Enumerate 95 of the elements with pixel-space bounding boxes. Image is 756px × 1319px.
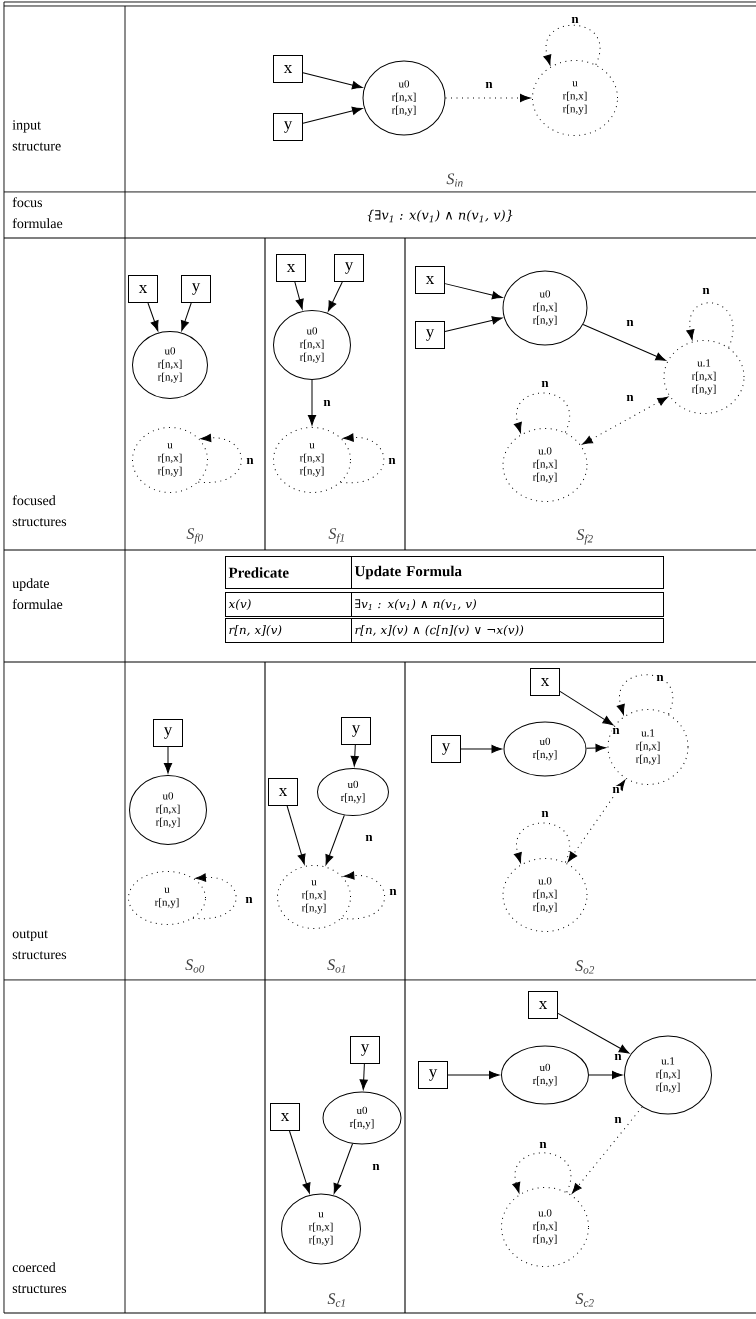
arrow	[586, 743, 606, 753]
arrow	[327, 281, 343, 312]
edge-label: n	[388, 887, 398, 897]
row-label: input structure	[12, 120, 61, 151]
variable-box: x	[528, 991, 558, 1019]
structure-name: S$_{f0}$	[186, 528, 203, 544]
variable-box: x	[276, 254, 306, 282]
structure-name: S$_{c2}$	[575, 1293, 594, 1307]
loop-arrow	[192, 873, 237, 920]
edge-label: n	[322, 398, 332, 408]
edge-label: n	[625, 318, 635, 328]
variable-box: x	[530, 668, 560, 696]
edge-label: n	[611, 785, 621, 795]
structure-name: S$_{o0}$	[185, 959, 205, 973]
arrow	[350, 744, 359, 767]
loop-arrow	[513, 392, 570, 433]
table-header-cell: Update Formula	[351, 556, 664, 589]
row-label: focused structures	[12, 495, 67, 527]
variable-box: y	[334, 254, 364, 282]
loop-arrow	[616, 674, 673, 715]
variable-box: x	[270, 1103, 300, 1131]
table-header-cell: Predicate	[225, 556, 352, 589]
variable-box: y	[418, 1061, 448, 1089]
arrow	[286, 805, 306, 865]
formula-text: {∃v$_{1}$ : x(v$_{1}$) ∧ n(v$_{1}$, v)}	[367, 209, 513, 223]
loop-arrow	[686, 302, 734, 349]
row-label: update formulae	[12, 578, 63, 610]
structure-name: S$_{in}$	[446, 173, 463, 187]
variable-box: x	[273, 55, 303, 83]
loop-arrow	[340, 433, 385, 484]
edge-label: n	[244, 895, 254, 905]
loop-arrow	[340, 871, 386, 920]
variable-box: y	[153, 719, 183, 747]
arrow	[582, 324, 667, 361]
arrow	[444, 283, 503, 300]
variable-box: y	[415, 321, 445, 349]
arrow	[588, 1070, 623, 1080]
loop-arrow	[512, 1152, 572, 1193]
structure-name: S$_{f1}$	[328, 528, 344, 544]
row-label: coerced structures	[12, 1262, 67, 1294]
edge-label: n	[613, 1052, 623, 1062]
table-cell: x(v)	[225, 592, 352, 617]
edge-label: n	[387, 456, 397, 466]
edge-label: n	[701, 286, 711, 296]
edge-label: n	[570, 15, 580, 25]
arrow	[333, 1143, 353, 1194]
arrow	[180, 302, 192, 332]
arrow	[302, 72, 363, 90]
arrow	[325, 814, 345, 866]
structure-name: S$_{c1}$	[327, 1293, 345, 1307]
structure-name: S$_{f2}$	[576, 529, 593, 545]
variable-box: y	[341, 717, 371, 745]
dotted-arrow	[582, 396, 669, 445]
table-cell: ∃v$_{1}$ : x(v$_{1}$) ∧ n(v$_{1}$, v)	[351, 592, 664, 617]
edge-label: n	[613, 1115, 623, 1125]
dotted-arrow	[567, 780, 626, 863]
edge-label: n	[655, 673, 665, 683]
loop-arrow	[197, 433, 242, 483]
arrow	[307, 379, 317, 426]
arrow	[460, 744, 502, 754]
edge-label: n	[540, 809, 550, 819]
arrow	[147, 302, 159, 332]
row-label: focus formulae	[12, 197, 63, 229]
edge-label: n	[611, 726, 621, 736]
edge-label: n	[484, 80, 494, 90]
loop-arrow	[513, 822, 570, 863]
arrow	[289, 1130, 311, 1194]
arrow	[294, 281, 304, 310]
variable-box: y	[431, 735, 461, 763]
variable-box: x	[415, 266, 445, 294]
structure-name: S$_{o2}$	[575, 960, 595, 974]
arrow	[163, 746, 173, 774]
arrow	[559, 690, 614, 726]
arrow	[447, 1070, 500, 1080]
arrow	[302, 106, 363, 124]
table-cell: r[n, x](v) ∧ (c[n](v) ∨ ¬x(v))	[351, 618, 664, 643]
row-label: output structures	[12, 930, 67, 960]
dotted-arrow	[571, 1106, 643, 1194]
edge-label: n	[371, 1162, 381, 1172]
variable-box: x	[128, 275, 158, 303]
arrow	[557, 1012, 630, 1054]
structure-name: S$_{o1}$	[327, 959, 346, 973]
arrow	[444, 316, 503, 332]
table-cell: r[n, x](v)	[225, 618, 352, 643]
edge-label: n	[538, 1140, 548, 1150]
variable-box: y	[350, 1036, 380, 1064]
loop-arrow	[543, 24, 601, 66]
variable-box: y	[273, 113, 303, 141]
edge-label: n	[540, 379, 550, 389]
edge-label: n	[245, 456, 255, 466]
edge-label: n	[364, 833, 374, 843]
variable-box: y	[181, 275, 211, 303]
arrow	[359, 1063, 368, 1090]
variable-box: x	[268, 778, 298, 806]
edge-label: n	[625, 393, 635, 403]
